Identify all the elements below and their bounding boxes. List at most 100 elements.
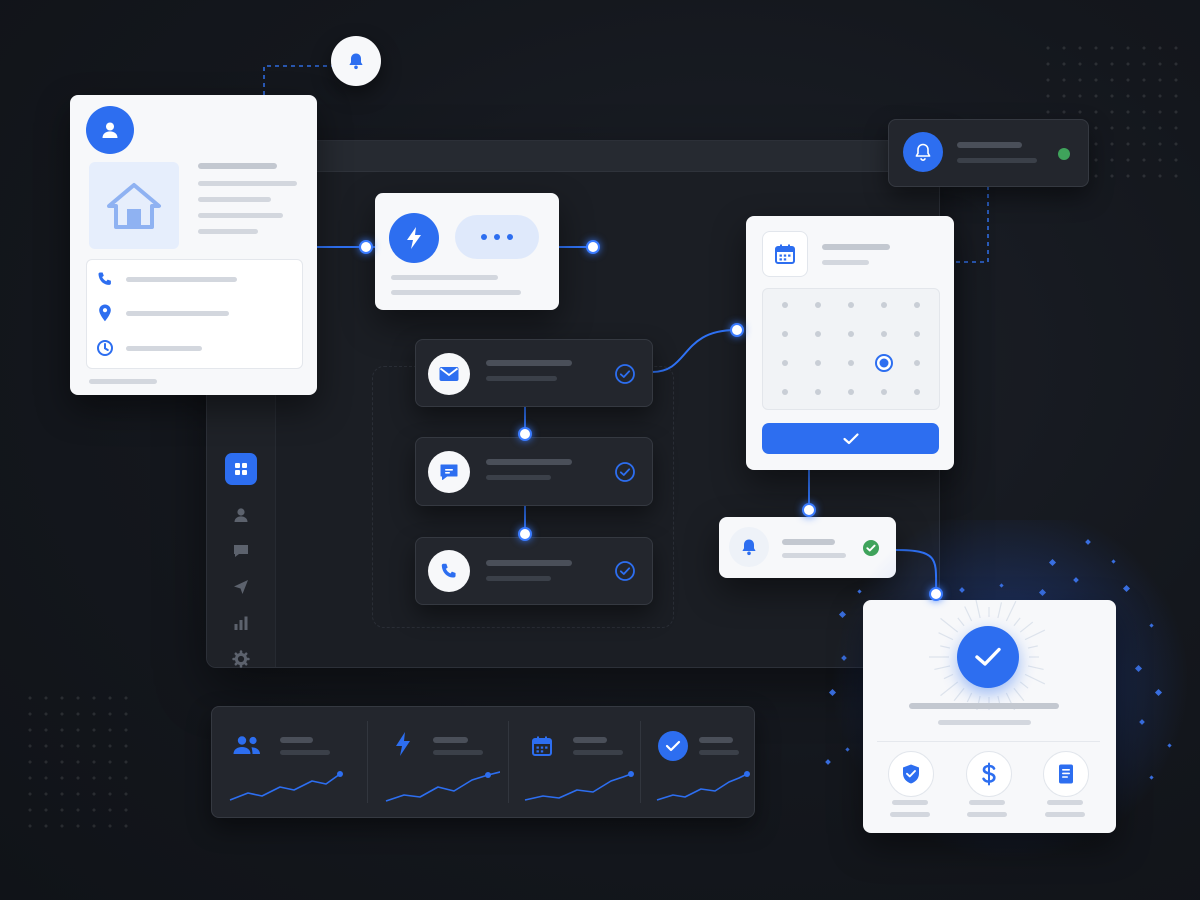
- workflow-step-call[interactable]: [415, 537, 653, 605]
- sidebar-item-send[interactable]: [225, 571, 257, 603]
- trigger-card[interactable]: [375, 193, 559, 310]
- connector-node: [802, 503, 816, 517]
- calendar-day[interactable]: [782, 302, 788, 308]
- notification-sub-line: [957, 158, 1037, 163]
- chat-bubble-icon: [234, 545, 248, 557]
- online-status-dot: [1058, 148, 1070, 160]
- calendar-day[interactable]: [914, 389, 920, 395]
- lightning-icon: [396, 732, 410, 756]
- stat-sub-line: [573, 750, 623, 755]
- badge-label-line: [890, 812, 930, 817]
- workflow-step-email[interactable]: [415, 339, 653, 407]
- calendar-day[interactable]: [881, 389, 887, 395]
- calendar-icon: [532, 736, 552, 756]
- success-ray: [940, 645, 951, 649]
- stat-completed[interactable]: [641, 707, 754, 817]
- stat-title-line: [573, 737, 607, 743]
- user-icon: [234, 508, 248, 522]
- window-titlebar: [207, 141, 939, 172]
- badge-label-line: [1047, 800, 1083, 805]
- step-icon-badge: [428, 353, 470, 395]
- badge-label-line: [967, 812, 1007, 817]
- profile-card[interactable]: [70, 95, 317, 395]
- sidebar-item-analytics[interactable]: [225, 607, 257, 639]
- success-ray: [1019, 621, 1034, 633]
- calendar-day[interactable]: [881, 331, 887, 337]
- calendar-day[interactable]: [848, 389, 854, 395]
- step-title-line: [486, 360, 572, 366]
- confirm-date-button[interactable]: [762, 423, 939, 454]
- property-thumbnail: [89, 162, 179, 249]
- stat-contacts[interactable]: [212, 707, 367, 817]
- profile-detail-line: [198, 181, 297, 186]
- sidebar-item-settings[interactable]: [225, 643, 257, 675]
- connector-node: [929, 587, 943, 601]
- notification-bell-button[interactable]: [331, 36, 381, 86]
- bell-icon: [349, 53, 363, 70]
- grid-icon: [235, 463, 247, 475]
- calendar-day[interactable]: [848, 331, 854, 337]
- success-ray: [1027, 665, 1044, 671]
- reminder-sub-line: [782, 553, 846, 558]
- success-ray: [953, 687, 965, 702]
- sidebar-item-dashboard[interactable]: [225, 453, 257, 485]
- bell-icon: [915, 143, 931, 161]
- calendar-day[interactable]: [815, 302, 821, 308]
- calendar-day[interactable]: [815, 389, 821, 395]
- chat-bubble-icon: [440, 464, 458, 480]
- calendar-card[interactable]: [746, 216, 954, 470]
- workflow-step-chat[interactable]: [415, 437, 653, 506]
- calendar-day[interactable]: [914, 331, 920, 337]
- success-ray: [940, 617, 959, 633]
- calendar-day[interactable]: [815, 360, 821, 366]
- success-ray: [943, 673, 954, 680]
- profile-name-line: [198, 163, 277, 169]
- calendar-day[interactable]: [848, 360, 854, 366]
- success-ray: [1013, 687, 1025, 702]
- success-ray: [1005, 692, 1016, 710]
- stat-appointments[interactable]: [509, 707, 640, 817]
- gear-icon: [232, 650, 250, 668]
- profile-footer-line: [89, 379, 157, 384]
- notification-icon-badge: [903, 132, 943, 172]
- notification-card[interactable]: [888, 119, 1089, 187]
- success-ray: [1013, 617, 1021, 627]
- step-icon-badge: [428, 451, 470, 493]
- calendar-day[interactable]: [782, 389, 788, 395]
- profile-detail-line: [198, 229, 258, 234]
- stat-sub-line: [280, 750, 330, 755]
- calendar-icon: [775, 244, 795, 264]
- check-icon: [975, 647, 1001, 666]
- document-icon: [1059, 764, 1073, 784]
- check-icon: [665, 740, 681, 752]
- calendar-day[interactable]: [881, 302, 887, 308]
- sidebar-item-users[interactable]: [225, 499, 257, 531]
- connector-node: [730, 323, 744, 337]
- success-check-badge: [957, 626, 1019, 688]
- trigger-line: [391, 290, 521, 295]
- stat-title-line: [433, 737, 468, 743]
- calendar-day[interactable]: [815, 331, 821, 337]
- phone-icon: [98, 272, 111, 285]
- calendar-day[interactable]: [782, 331, 788, 337]
- calendar-title-line: [822, 244, 890, 250]
- calendar-day[interactable]: [914, 360, 920, 366]
- calendar-day[interactable]: [914, 302, 920, 308]
- address-line: [126, 311, 229, 316]
- security-badge: [888, 751, 934, 797]
- stat-automations[interactable]: [368, 707, 508, 817]
- success-card[interactable]: [863, 600, 1116, 833]
- step-title-line: [486, 459, 572, 465]
- step-sub-line: [486, 376, 557, 381]
- reminder-icon-badge: [729, 527, 769, 567]
- document-badge: [1043, 751, 1089, 797]
- stat-divider: [367, 721, 368, 803]
- calendar-grid: [762, 288, 940, 410]
- step-sub-line: [486, 576, 551, 581]
- stat-divider: [508, 721, 509, 803]
- sidebar-item-messages[interactable]: [225, 535, 257, 567]
- phone-icon: [441, 563, 456, 578]
- calendar-day[interactable]: [782, 360, 788, 366]
- calendar-day[interactable]: [848, 302, 854, 308]
- avatar: [86, 106, 134, 154]
